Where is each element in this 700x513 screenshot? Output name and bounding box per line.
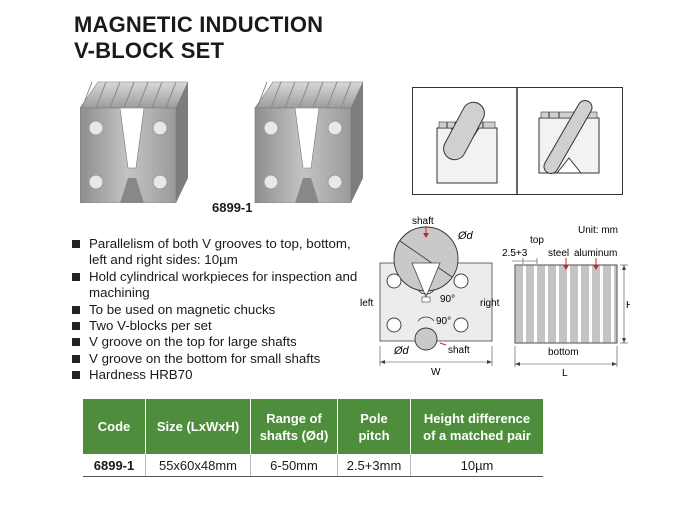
label-aluminum: aluminum <box>574 248 617 259</box>
shaft-bottom-icon <box>538 100 600 174</box>
feature-item: Parallelism of both V grooves to top, bo… <box>72 236 372 269</box>
table-row: 6899-1 55x60x48mm 6-50mm 2.5+3mm 10µm <box>83 454 543 477</box>
feature-item: Hold cylindrical workpieces for inspecti… <box>72 269 372 302</box>
label-od-bottom: Ød <box>393 345 410 357</box>
label-shaft-bottom: shaft <box>448 345 470 356</box>
title-line-1: MAGNETIC INDUCTION <box>74 12 324 37</box>
header-pitch: Pole pitch <box>337 399 411 454</box>
side-view-diagram: Unit: mm top 2.5+3 steel aluminum H bott… <box>502 225 630 377</box>
label-left: left <box>360 298 374 309</box>
label-right: right <box>480 298 500 309</box>
label-steel: steel <box>548 248 569 259</box>
cell-code: 6899-1 <box>83 454 146 477</box>
label-bottom: bottom <box>548 347 579 358</box>
v-block-left <box>80 81 189 203</box>
label-shaft-top: shaft <box>412 216 434 227</box>
title-line-2: V-BLOCK SET <box>74 38 225 63</box>
cell-pitch: 2.5+3mm <box>337 454 411 477</box>
label-angle-bottom: 90° <box>436 316 451 327</box>
label-unit: Unit: mm <box>578 225 618 236</box>
label-l: L <box>562 368 568 377</box>
cell-range: 6-50mm <box>250 454 338 477</box>
cell-height-diff: 10µm <box>410 454 543 477</box>
header-size: Size (LxWxH) <box>145 399 251 454</box>
feature-item: V groove on the bottom for small shafts <box>72 351 372 367</box>
header-height-diff: Height difference of a matched pair <box>410 399 543 454</box>
front-view-diagram: shaft Ød 90° 90° left right Ød shaft W <box>360 216 500 378</box>
header-range: Range of shafts (Ød) <box>250 399 338 454</box>
label-top: top <box>530 235 544 246</box>
feature-list: Parallelism of both V grooves to top, bo… <box>72 236 372 384</box>
label-angle-top: 90° <box>440 294 455 305</box>
feature-item: To be used on magnetic chucks <box>72 302 372 318</box>
label-od-top: Ød <box>457 230 474 242</box>
label-h: H <box>626 300 630 311</box>
feature-item: Hardness HRB70 <box>72 367 372 383</box>
usage-svg <box>436 88 600 194</box>
page-title: MAGNETIC INDUCTION V-BLOCK SET <box>74 12 323 64</box>
label-pitch: 2.5+3 <box>502 248 528 259</box>
label-w: W <box>431 367 441 378</box>
v-block-photo <box>80 81 364 203</box>
table-header-row: Code Size (LxWxH) Range of shafts (Ød) P… <box>83 399 543 454</box>
shaft-top-icon <box>436 101 498 184</box>
feature-item: V groove on the top for large shafts <box>72 334 372 350</box>
usage-illustration <box>412 87 623 195</box>
header-code: Code <box>83 399 146 454</box>
v-block-right <box>254 81 364 203</box>
cell-size: 55x60x48mm <box>145 454 251 477</box>
spec-table: Code Size (LxWxH) Range of shafts (Ød) P… <box>83 399 543 477</box>
model-number: 6899-1 <box>212 200 253 215</box>
feature-item: Two V-blocks per set <box>72 318 372 334</box>
